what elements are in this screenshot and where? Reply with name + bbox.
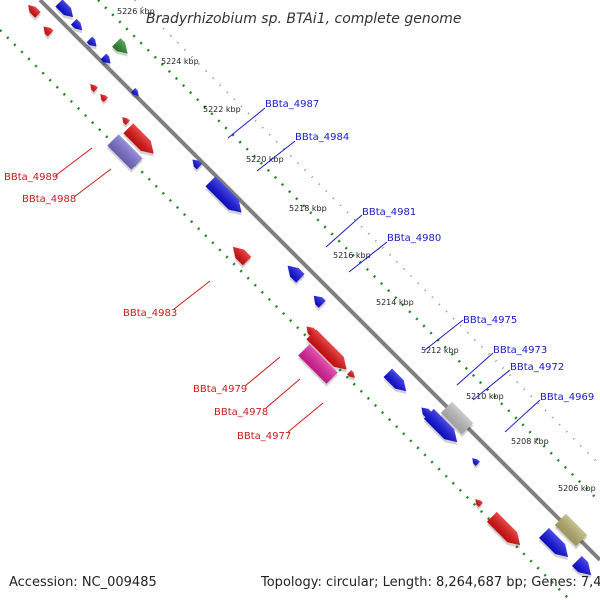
gene-arrow-9[interactable] <box>97 92 110 105</box>
gene-label-bbta-4973[interactable]: BBta_4973 <box>493 345 547 356</box>
tick-label-5210: 5210 kbp <box>466 392 504 401</box>
gene-arrow-28[interactable] <box>472 497 485 510</box>
gene-arrow-2[interactable] <box>54 0 78 23</box>
gene-arrow-32[interactable] <box>571 555 598 583</box>
gene-arrow-15[interactable] <box>204 176 248 220</box>
gene-label-bbta-4972[interactable]: BBta_4972 <box>510 362 564 373</box>
gene-arrow-21[interactable] <box>297 344 339 387</box>
tick-label-5222: 5222 kbp <box>203 105 241 114</box>
tick-label-5206: 5206 kbp <box>558 484 596 493</box>
tick-labels: 5226 kbp 5224 kbp 5222 kbp 5220 kbp 5218… <box>117 7 596 493</box>
tick-track-outer <box>97 0 600 503</box>
gene-arrow-22[interactable] <box>346 370 359 383</box>
tick-label-5208: 5208 kbp <box>511 437 549 446</box>
accession-text: Accession: NC_009485 <box>9 575 157 590</box>
gene-label-bbta-4969[interactable]: BBta_4969 <box>540 392 594 403</box>
gene-arrow-14[interactable] <box>188 157 204 173</box>
gene-label-bbta-4987[interactable]: BBta_4987 <box>265 99 319 110</box>
tick-label-5218: 5218 kbp <box>289 204 327 213</box>
gene-arrow-24[interactable] <box>417 405 433 421</box>
gene-features <box>24 0 598 583</box>
gene-label-bbta-4989[interactable]: BBta_4989 <box>4 172 58 183</box>
gene-label-bbta-4988[interactable]: BBta_4988 <box>22 194 76 205</box>
genome-title: Bradyrhizobium sp. BTAi1, complete genom… <box>146 11 462 27</box>
gene-arrow-6[interactable] <box>99 53 115 70</box>
reverse-gene-labels: BBta_4989 BBta_4988 BBta_4983 BBta_4979 … <box>4 147 324 442</box>
tick-label-5212: 5212 kbp <box>421 346 459 355</box>
gene-arrow-8[interactable] <box>87 82 100 95</box>
gene-arrow-26[interactable] <box>439 401 474 438</box>
gene-arrow-20[interactable] <box>305 329 353 377</box>
gene-arrow-18[interactable] <box>309 292 327 311</box>
tick-label-5224: 5224 kbp <box>161 57 199 66</box>
gene-arrow-29[interactable] <box>485 511 526 553</box>
gene-arrow-3[interactable] <box>39 24 55 40</box>
gene-arrow-27[interactable] <box>469 456 482 469</box>
tick-label-5220: 5220 kbp <box>246 155 284 164</box>
gene-arrow-17[interactable] <box>282 261 306 286</box>
tick-label-5226: 5226 kbp <box>117 7 155 16</box>
gene-arrow-30[interactable] <box>553 513 588 550</box>
gene-arrow-5[interactable] <box>85 36 101 53</box>
gene-arrow-10[interactable] <box>130 88 143 101</box>
forward-gene-labels: BBta_4987 BBta_4984 BBta_4981 BBta_4980 … <box>227 99 594 433</box>
tick-track-middle <box>134 0 600 466</box>
gene-arrow-31[interactable] <box>538 528 575 565</box>
gene-arrow-12[interactable] <box>122 123 160 161</box>
gene-label-bbta-4984[interactable]: BBta_4984 <box>295 132 349 143</box>
gene-arrow-16[interactable] <box>227 243 252 269</box>
gene-arrow-11[interactable] <box>119 115 132 128</box>
gene-label-bbta-4978[interactable]: BBta_4978 <box>214 407 268 418</box>
genome-summary-text: Topology: circular; Length: 8,264,687 bp… <box>260 575 600 590</box>
gene-label-bbta-4977[interactable]: BBta_4977 <box>237 431 291 442</box>
gene-label-bbta-4981[interactable]: BBta_4981 <box>362 207 416 218</box>
gene-arrow-13[interactable] <box>106 134 144 173</box>
tick-label-5216: 5216 kbp <box>333 251 371 260</box>
gene-label-bbta-4980[interactable]: BBta_4980 <box>387 233 441 244</box>
gene-label-bbta-4975[interactable]: BBta_4975 <box>463 315 517 326</box>
tick-track-inner <box>0 29 571 600</box>
tick-label-5214: 5214 kbp <box>376 298 414 307</box>
gene-arrow-7[interactable] <box>111 38 134 61</box>
gene-label-bbta-4979[interactable]: BBta_4979 <box>193 384 247 395</box>
gene-arrow-25[interactable] <box>422 408 463 450</box>
genome-backbone <box>38 0 600 562</box>
gene-arrow-1[interactable] <box>24 2 42 21</box>
gene-arrow-23[interactable] <box>382 368 412 399</box>
gene-label-bbta-4983[interactable]: BBta_4983 <box>123 308 177 319</box>
